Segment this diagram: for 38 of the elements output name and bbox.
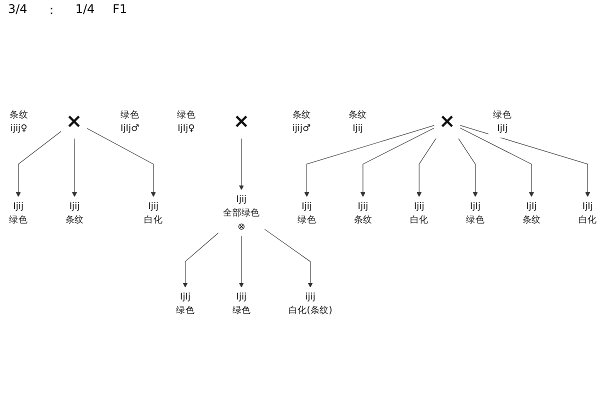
node-text: IjIj 绿色 [466, 200, 484, 225]
arrow [16, 130, 62, 198]
node-text: × [439, 110, 456, 133]
arrow [458, 138, 478, 198]
node-text: Ijij 绿色 [9, 200, 28, 225]
annotation-text: 3/4 [8, 2, 28, 18]
annotation-text: 1/4 [75, 2, 95, 18]
arrow [86, 128, 156, 198]
arrow [304, 125, 435, 198]
annotation-text: ： [45, 2, 58, 19]
node-text: Ijij 条纹 [354, 200, 372, 225]
node-text: 绿色 IjIj♂ [120, 108, 140, 134]
arrow [264, 228, 313, 288]
node-text: 绿色 IjIj♀ [177, 108, 196, 134]
node-text: IjIj 绿色 [176, 290, 194, 316]
node-text: IjIj 条纹 [522, 200, 541, 225]
node-text: Ijij 白化 [144, 200, 163, 225]
node-text: 条纹 ijij♂ [292, 108, 311, 134]
node-text: Ijij 绿色 [232, 290, 251, 316]
arrow [182, 232, 219, 288]
arrow [416, 138, 436, 198]
node-text: × [233, 110, 250, 133]
annotation-text: F1 [112, 2, 128, 18]
arrow [238, 138, 244, 190]
arrow [360, 128, 435, 198]
node-text: 条纹 ijij♀ [10, 108, 28, 134]
arrow [460, 125, 590, 198]
node-text: × [66, 110, 82, 133]
arrow [460, 128, 534, 198]
node-text: 条纹 Ijij [348, 108, 367, 134]
node-text: ijij 白化(条纹) [288, 290, 332, 316]
arrow [238, 236, 244, 288]
node-text: Ijij 全部绿色 ⊗ [223, 193, 260, 232]
node-text: Ijij 白化 [410, 200, 428, 225]
arrow [72, 138, 78, 198]
node-text: Ijij 条纹 [65, 200, 84, 225]
node-text: IjIj 白化 [578, 200, 597, 225]
node-text: Ijij 绿色 [298, 200, 316, 225]
